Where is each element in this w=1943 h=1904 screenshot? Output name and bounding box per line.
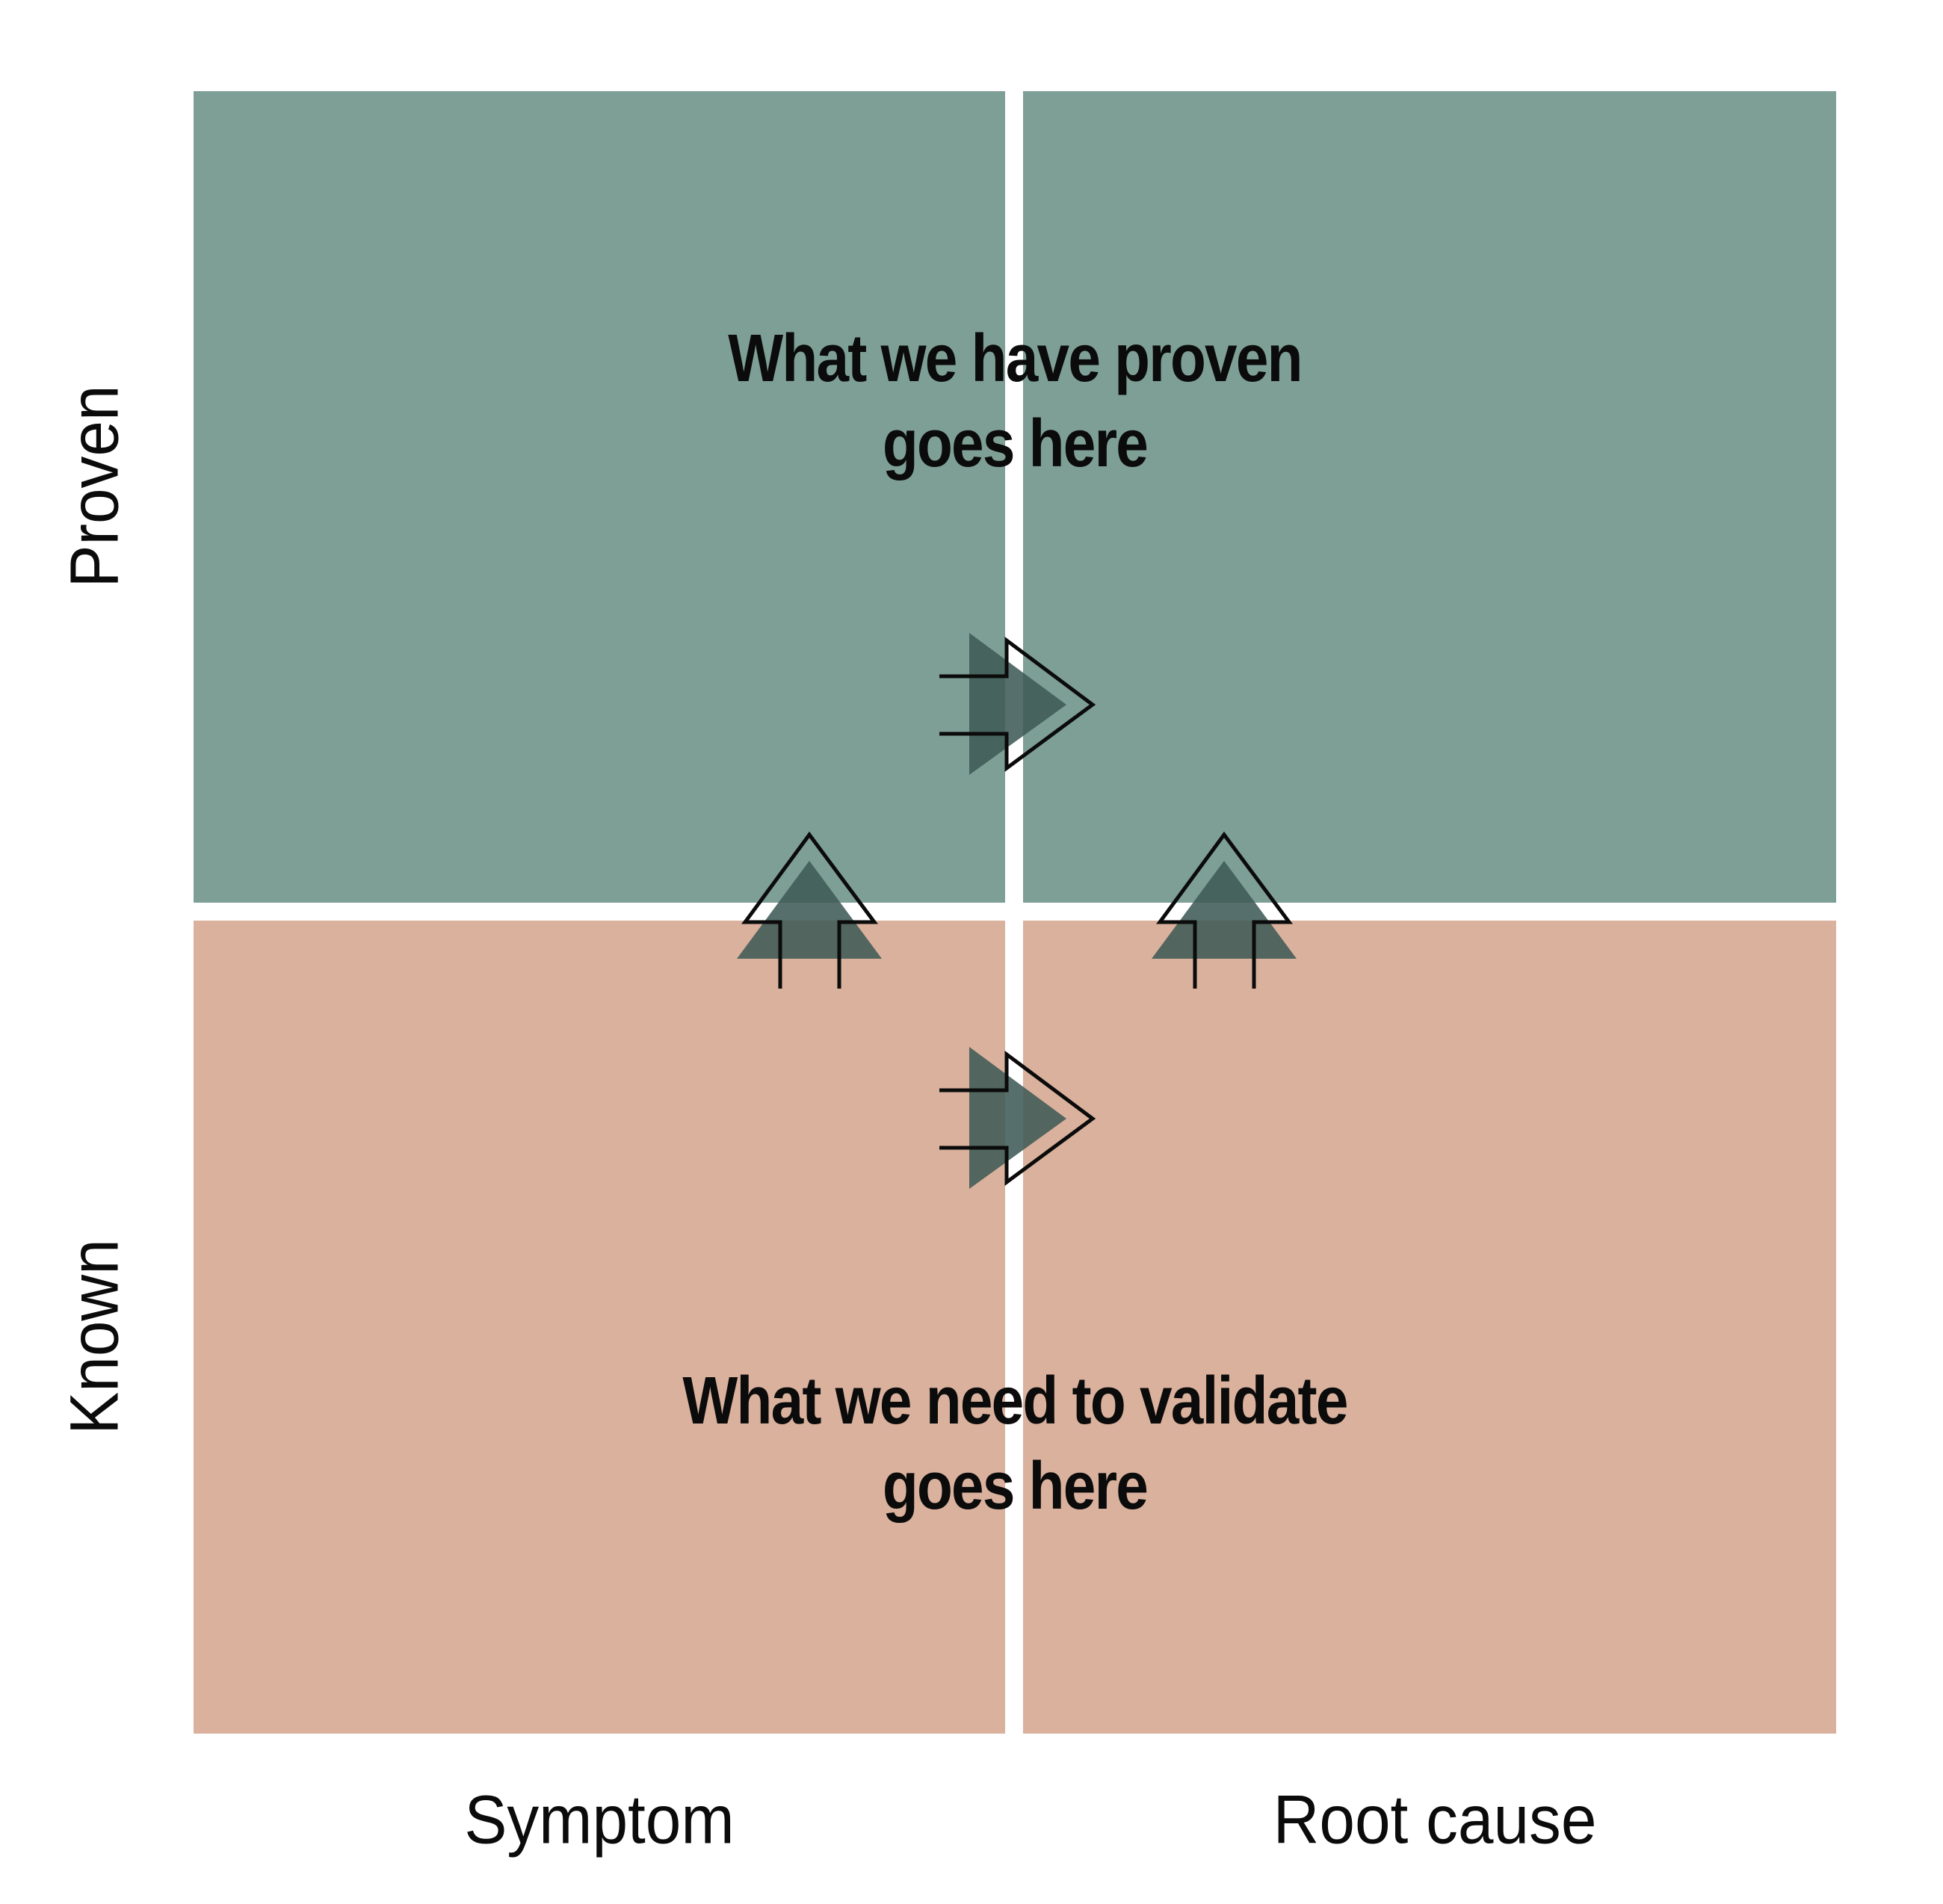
validate-note: What we need to validate goes here	[300, 1359, 1729, 1529]
y-axis-label-proven: Proven	[56, 385, 133, 588]
proven-note-line1: What we have proven	[728, 321, 1303, 396]
quadrant-known-symptom	[194, 921, 1005, 1734]
quadrant-proven-symptom	[194, 91, 1005, 903]
quadrant-known-root-cause	[1023, 921, 1836, 1734]
proven-note: What we have proven goes here	[300, 316, 1729, 486]
quadrant-proven-root-cause	[1023, 91, 1836, 903]
validate-note-line1: What we need to validate	[682, 1364, 1348, 1438]
x-axis-label-symptom: Symptom	[464, 1781, 735, 1858]
x-axis-label-root-cause: Root cause	[1273, 1781, 1597, 1858]
validate-note-line2: goes here	[882, 1449, 1149, 1524]
y-axis-label-known: Known	[56, 1239, 133, 1435]
proven-note-line2: goes here	[882, 407, 1149, 481]
